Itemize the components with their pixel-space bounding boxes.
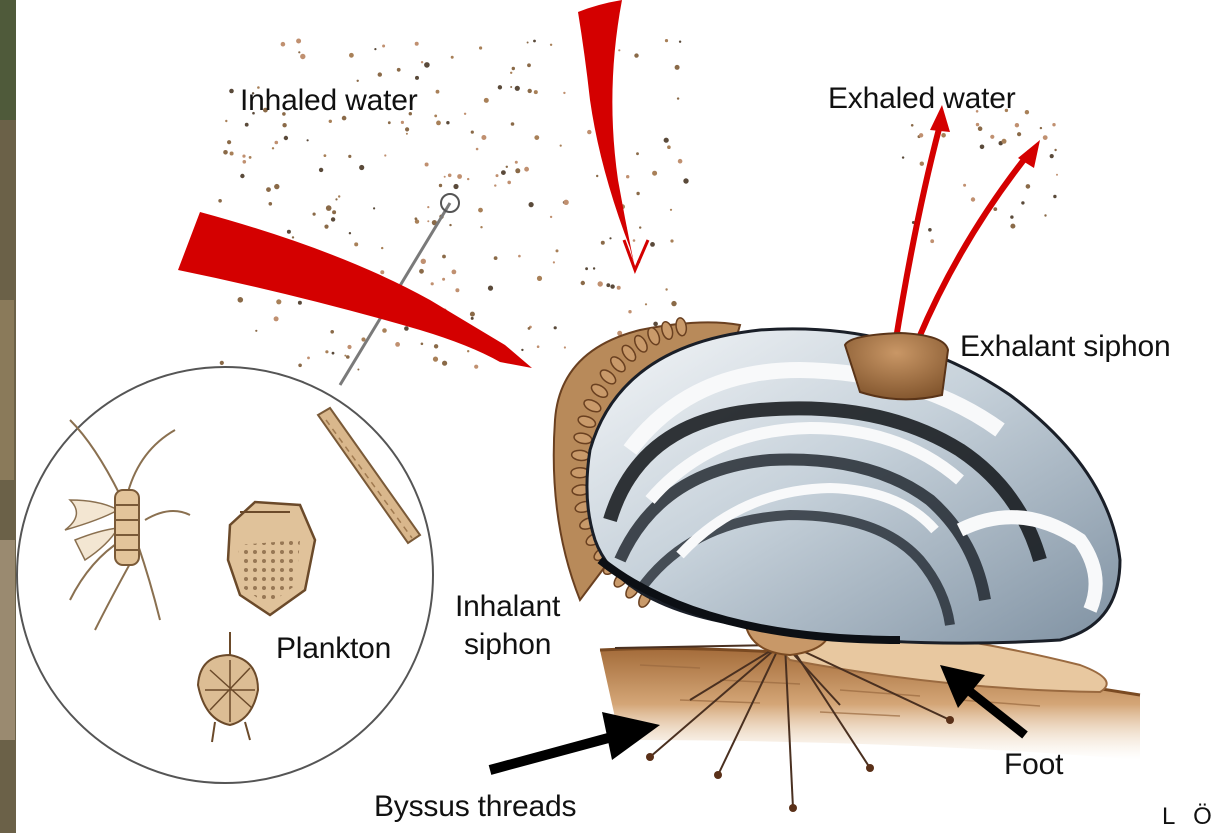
label-exhaled-water: Exhaled water: [828, 82, 1016, 116]
label-byssus-threads: Byssus threads: [374, 790, 576, 824]
label-plankton: Plankton: [276, 632, 391, 666]
inflow-arrow-top: [578, 0, 648, 270]
label-inhaled-water: Inhaled water: [240, 84, 418, 118]
label-inhalant-siphon-line2: siphon: [455, 626, 560, 664]
label-exhalant-siphon: Exhalant siphon: [960, 330, 1171, 364]
label-foot: Foot: [1004, 748, 1063, 782]
mussel-shell: [587, 329, 1120, 643]
byssus-pointer-arrow: [490, 712, 660, 770]
inflow-arrow-left: [178, 212, 532, 368]
exhalant-siphon-shape: [845, 333, 948, 399]
label-inhalant-siphon-line1: Inhalant: [455, 588, 560, 626]
photo-edge-strip: [0, 0, 16, 833]
label-inhalant-siphon: Inhalant siphon: [455, 588, 560, 664]
artist-credit: L Ö: [1162, 800, 1218, 833]
outflow-arrows: [895, 105, 1040, 345]
